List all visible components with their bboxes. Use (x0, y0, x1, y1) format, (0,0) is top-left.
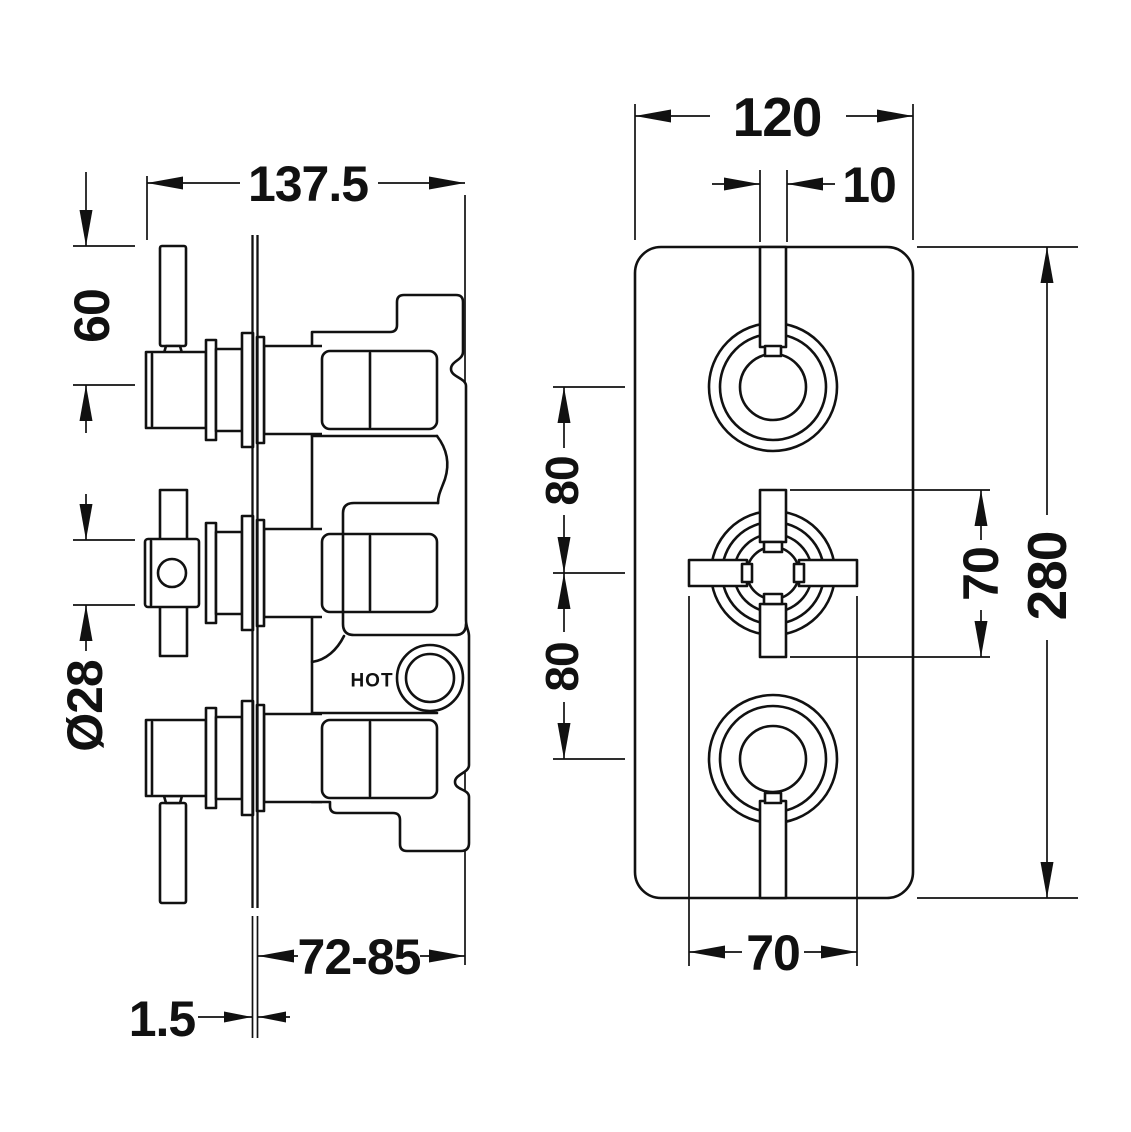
dim-text-cross-height: 70 (953, 547, 1009, 601)
dim-text-barrel-diameter: Ø28 (57, 660, 113, 752)
cross-arm-north (758, 488, 788, 544)
cartridge-front-top (214, 347, 244, 433)
dim-text-plate-width: 120 (733, 86, 822, 148)
front-valve-top (707, 245, 839, 453)
body-bell-curve (435, 434, 449, 505)
cross-arm-up (158, 488, 189, 544)
handle-boss-top (738, 352, 808, 422)
handle-boss-bottom (738, 724, 808, 794)
dimension-barrel-diameter: Ø28 (57, 494, 135, 752)
barrel-behind-bottom (262, 712, 322, 804)
cartridge-top (320, 349, 439, 431)
lever-handle-top (158, 244, 188, 348)
thermostat-housing-bulge (341, 501, 468, 637)
cross-neck-south (762, 592, 784, 606)
side-valve-top (144, 244, 266, 449)
dimension-cross-width: 70 (688, 596, 858, 981)
dimension-lever-width: 10 (712, 157, 897, 242)
collar-top (204, 338, 218, 442)
dimension-cross-height: 70 (790, 489, 1009, 658)
front-valve-bottom (707, 693, 839, 900)
dimension-plate-thickness: 1.5 (129, 991, 290, 1047)
dimension-plate-width: 120 (634, 86, 914, 240)
body-transition-curve (310, 634, 346, 664)
valve-barrel-top (144, 350, 208, 430)
dim-text-plate-thickness: 1.5 (129, 991, 196, 1047)
cartridge-bottom (320, 718, 439, 800)
dim-text-overall-width: 137.5 (248, 156, 368, 212)
cartridge-middle (320, 532, 439, 614)
side-valve-middle (143, 488, 266, 658)
lever-neck-bottom-front (763, 791, 783, 805)
dimension-recess-depth: 72-85 (258, 929, 465, 985)
dim-text-spacing-lower: 80 (536, 642, 588, 691)
hot-port-inner-circle (404, 652, 456, 704)
lever-shaft-bottom (758, 799, 788, 900)
barrel-behind-top (262, 344, 322, 436)
dim-text-recess-depth: 72-85 (298, 929, 421, 985)
cartridge-front-middle (214, 530, 244, 616)
cross-hub-boss (156, 557, 188, 589)
cross-arm-down (158, 602, 189, 658)
collar-middle (204, 521, 218, 625)
cross-neck-north (762, 540, 784, 554)
dimension-lever-offset: 60 (64, 172, 135, 433)
dimension-valve-spacing: 80 80 (536, 386, 625, 760)
valve-barrel-bottom (144, 718, 208, 798)
cross-arm-south (758, 602, 788, 659)
hot-inlet-port: HOT (350, 643, 465, 713)
dimension-overall-width: 137.5 (146, 156, 465, 240)
dimension-plate-height: 280 (917, 246, 1078, 899)
lever-neck-top-front (763, 344, 783, 358)
side-valve-bottom (144, 699, 266, 905)
cross-hub-front (745, 545, 801, 601)
lever-handle-bottom (158, 801, 188, 905)
collar-bottom (204, 706, 218, 810)
cartridge-front-bottom (214, 715, 244, 801)
dim-text-cross-width: 70 (746, 925, 800, 981)
front-view: 120 10 280 80 80 (536, 86, 1078, 981)
hot-label: HOT (350, 671, 393, 692)
cross-arm-west (687, 558, 749, 588)
dim-text-spacing-upper: 80 (536, 456, 588, 505)
side-view: HOT (57, 156, 471, 1047)
dim-text-lever-offset: 60 (64, 289, 120, 343)
cross-arm-east (797, 558, 859, 588)
front-valve-middle (687, 488, 859, 659)
wall-plate-edge (251, 235, 259, 1038)
barrel-behind-middle (262, 527, 322, 619)
cross-neck-east (792, 562, 806, 584)
cross-neck-west (740, 562, 754, 584)
valve-body-silhouette (310, 293, 471, 853)
lever-shaft-top (758, 245, 788, 349)
dim-text-plate-height: 280 (1016, 532, 1078, 621)
dim-text-lever-width: 10 (842, 157, 896, 213)
